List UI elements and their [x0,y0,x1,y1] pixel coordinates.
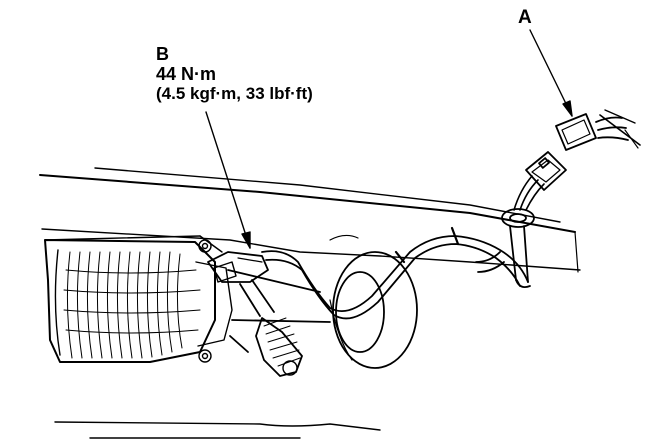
callout-b: B 44 N·m (4.5 kgf·m, 33 lbf·ft) [156,44,313,104]
harness-connector-a [555,113,629,151]
callout-a-arrow [529,29,573,117]
vehicle-floor [39,167,581,273]
torque-spec-nm: 44 N·m [156,64,217,84]
callout-b-arrow [205,111,251,249]
oxygen-sensor-b [207,251,303,377]
sensor-harness [261,226,529,320]
exhaust-pipe [227,269,331,353]
flange-bolts [195,239,233,363]
torque-spec-alt: (4.5 kgf·m, 33 lbf·ft) [156,84,313,103]
heat-shield-ribs [63,251,201,359]
pipe-flange-disc [329,251,418,369]
connector-wires [513,175,545,211]
catalytic-converter [44,235,223,363]
callout-b-label: B [156,44,169,64]
body-panel [599,109,641,149]
harness-grommet [501,208,535,289]
ground-line [54,421,381,439]
sensor-side-connector [525,151,567,191]
callout-a-label: A [518,7,532,28]
